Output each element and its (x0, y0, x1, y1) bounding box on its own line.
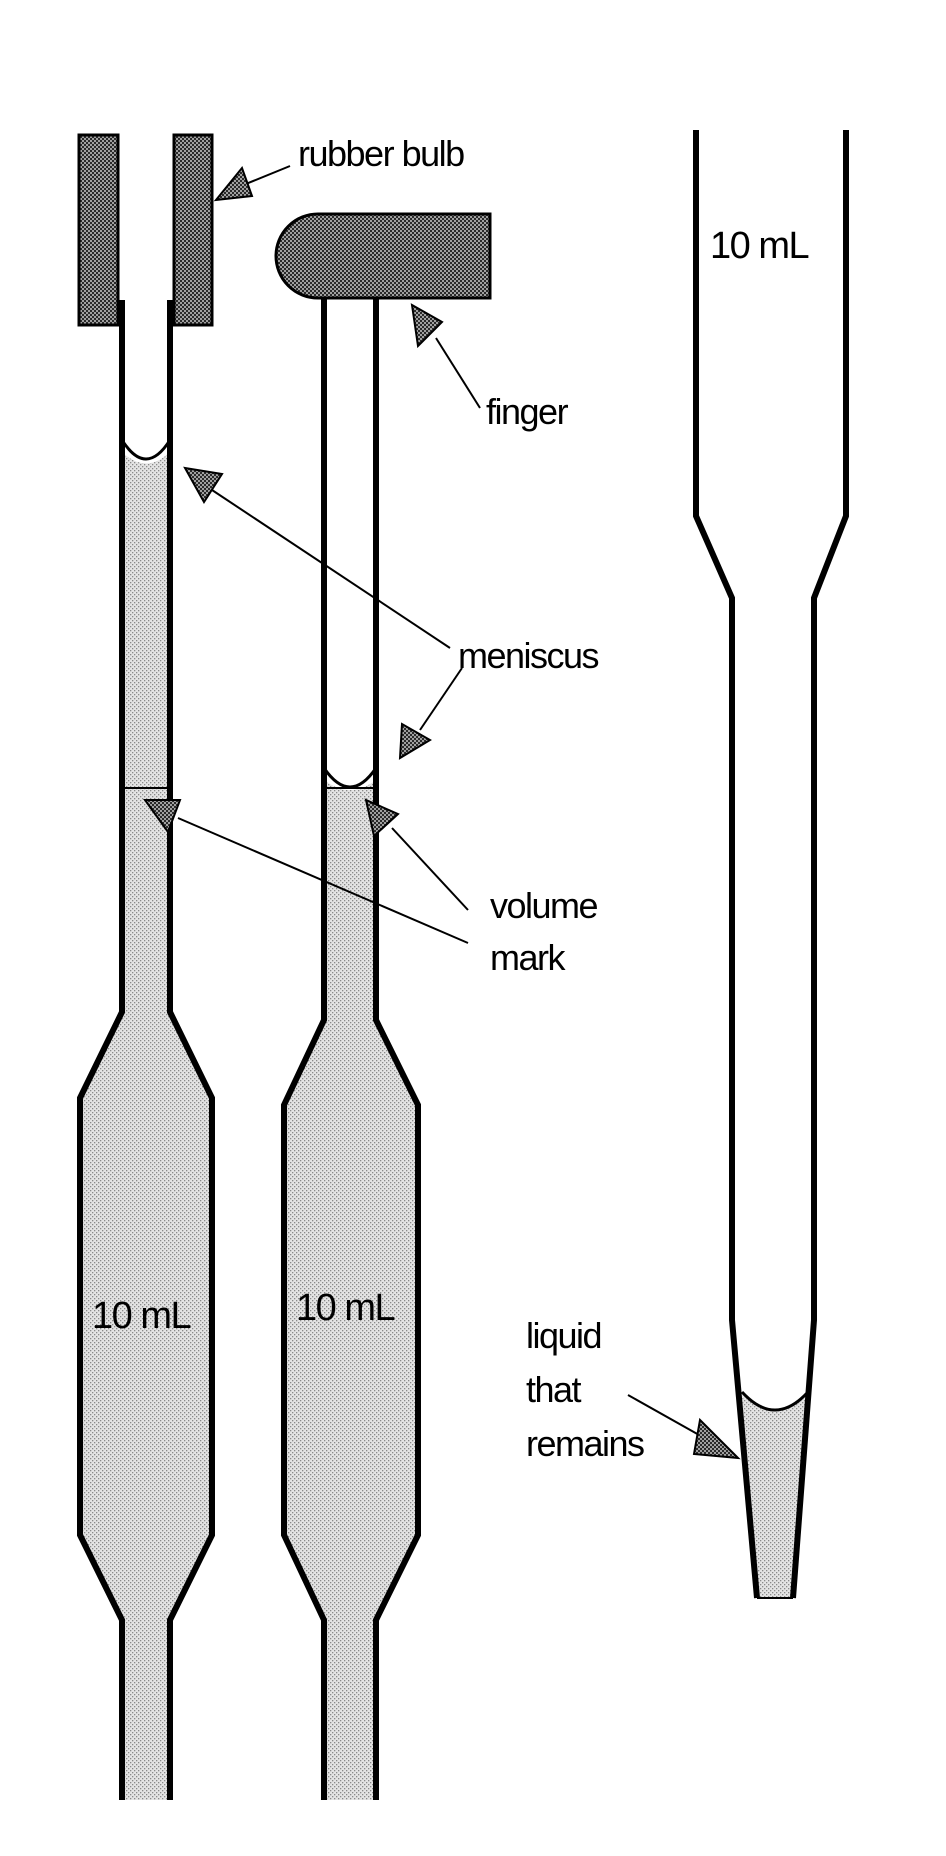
pointer-arrows (143, 165, 741, 1460)
right-volume-label: 10 mL (710, 225, 808, 267)
left-pipette (77, 133, 215, 1800)
meniscus-label: meniscus (458, 635, 599, 676)
liquid-label-line3: remains (526, 1423, 644, 1464)
meniscus-arrowhead-middle (398, 722, 432, 760)
meniscus-arrowhead-left (183, 466, 224, 504)
right-meniscus (740, 1390, 810, 1412)
left-liquid (80, 452, 212, 1800)
right-remaining-liquid (742, 1395, 808, 1598)
finger-label: finger (486, 391, 569, 432)
rubber-bulb-left-side (77, 133, 120, 327)
middle-pipette (274, 212, 492, 1800)
middle-wall-left (281, 298, 327, 1800)
left-volume-label: 10 mL (92, 1295, 190, 1337)
right-pipette (693, 130, 849, 1599)
middle-wall-right (373, 298, 421, 1800)
volume-mark-label-line1: volume (490, 885, 598, 926)
liquid-label-line2: that (526, 1369, 582, 1410)
left-wall-right (167, 300, 215, 1800)
middle-volume-label: 10 mL (296, 1287, 394, 1329)
rubber-bulb-right-side (172, 133, 214, 327)
liquid-label-line1: liquid (526, 1315, 601, 1356)
left-meniscus (120, 439, 172, 461)
volume-mark-arrowhead-middle (364, 798, 400, 838)
finger-arrowhead (410, 303, 444, 349)
volume-mark-label-line2: mark (490, 937, 566, 978)
volume-mark-arrowhead-left (143, 799, 182, 835)
liquid-arrowhead (692, 1417, 741, 1460)
middle-meniscus (322, 767, 378, 789)
rubber-bulb-arrowhead (213, 165, 254, 202)
finger-shape (274, 212, 492, 300)
right-wall-left (693, 130, 760, 1599)
rubber-bulb-label: rubber bulb (298, 133, 464, 174)
right-wall-right (790, 130, 849, 1599)
left-wall-left (77, 300, 125, 1800)
